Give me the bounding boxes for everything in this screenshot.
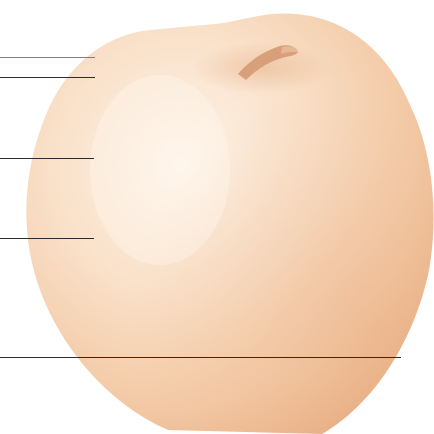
guide-line: [0, 158, 94, 159]
guide-line: [0, 238, 94, 239]
guide-line-long: [0, 357, 401, 358]
stem-cavity: [192, 42, 332, 94]
guide-line-orange: [0, 57, 95, 58]
guide-line: [0, 77, 95, 78]
